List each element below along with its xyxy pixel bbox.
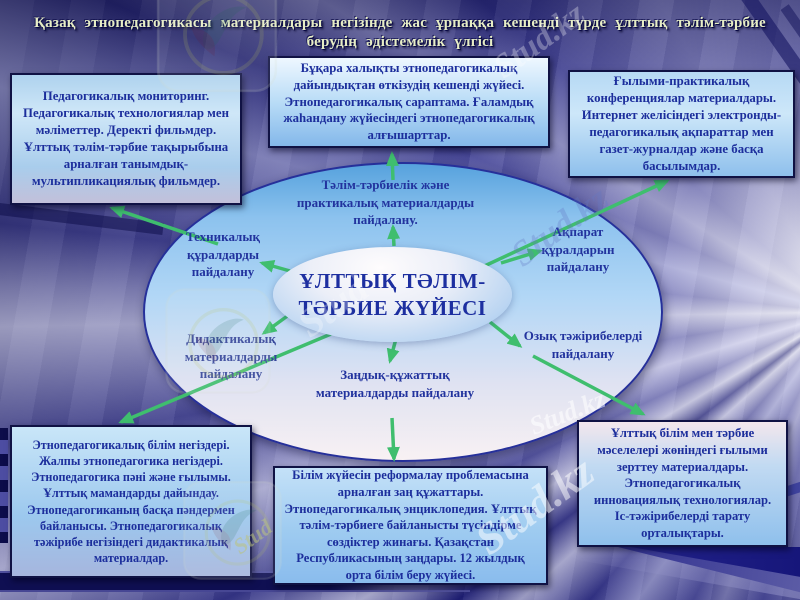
box-top-center-text: Бұқара халықты этнопедагогикалық дайынды…	[283, 60, 535, 143]
spoke-label-top: Тәлім-тәрбиелік және практикалық материа…	[296, 177, 475, 228]
spoke-label-left-upper: Техникалық құралдарды пайдалану	[185, 229, 260, 280]
box-top-right: Ғылыми-практикалық конференциялар матери…	[568, 70, 795, 178]
box-bottom-center: Білім жүйесін реформалау проблемасына ар…	[273, 466, 548, 585]
title-line-1: Қазақ этнопедагогикасы материалдары негі…	[34, 15, 766, 31]
spoke-label-right-lower: Озық тәжірибелерді пайдалану	[523, 328, 643, 361]
spoke-label-bottom: Заңдық-құжаттық материалдарды пайдалану	[315, 367, 475, 400]
box-top-right-text: Ғылыми-практикалық конференциялар матери…	[581, 74, 782, 173]
spoke-label-left-lower: Дидактикалық материалдарды пайдалану	[184, 331, 278, 382]
box-top-left-text: Педагогикалық мониторинг. Педагогикалық …	[23, 89, 229, 188]
box-bottom-center-text: Білім жүйесін реформалау проблемасына ар…	[284, 468, 537, 583]
center-ellipse: ҰЛТТЫҚ ТӘЛІМ-ТӘРБИЕ ЖҮЙЕСІ	[273, 247, 512, 342]
box-bottom-left: Этнопедагогикалық білім негіздері. Жалпы…	[10, 425, 252, 578]
spoke-label-right-upper: Ақпарат құралдарын пайдалану	[541, 224, 615, 275]
title-line-2: берудің әдістемелік үлгісі	[306, 34, 494, 51]
box-bottom-right-text: Ұлттық білім мен тәрбие мәселелері жөнін…	[593, 426, 772, 541]
center-label: ҰЛТТЫҚ ТӘЛІМ-ТӘРБИЕ ЖҮЙЕСІ	[298, 269, 487, 320]
box-top-center: Бұқара халықты этнопедагогикалық дайынды…	[268, 56, 550, 148]
page-title: Қазақ этнопедагогикасы материалдары негі…	[0, 14, 800, 52]
box-bottom-left-text: Этнопедагогикалық білім негіздері. Жалпы…	[27, 438, 235, 565]
box-bottom-right: Ұлттық білім мен тәрбие мәселелері жөнін…	[577, 420, 788, 547]
background-stripes	[0, 428, 8, 543]
box-top-left: Педагогикалық мониторинг. Педагогикалық …	[10, 73, 242, 205]
